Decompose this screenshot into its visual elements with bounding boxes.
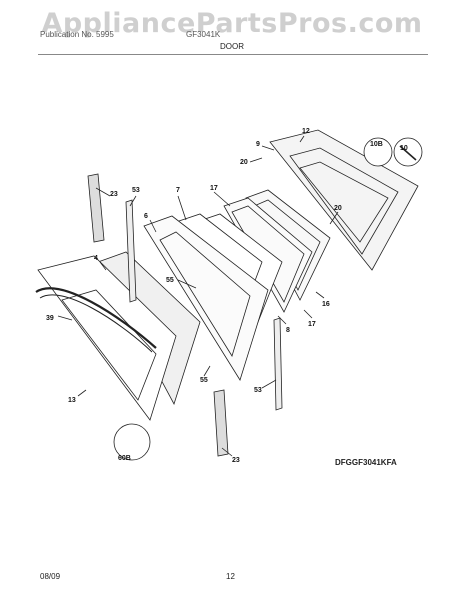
- callout-label: 9: [256, 141, 260, 148]
- callout-labels: 9 12 10B 10 20 23 53 7 17 6 20 4 55 39 8…: [46, 128, 408, 464]
- callout-label: 53: [254, 387, 262, 394]
- section-title: DOOR: [220, 42, 244, 51]
- callout-label: 4: [94, 255, 98, 262]
- callout-label: 17: [210, 185, 218, 192]
- callout-label: 13: [68, 397, 76, 404]
- callout-label: 60B: [118, 455, 131, 462]
- door-seal-strip-left: [125, 199, 137, 303]
- hinge-top: [87, 173, 105, 243]
- screw-60b-detail: [113, 423, 151, 461]
- door-seal-strip-right: [273, 317, 283, 411]
- callout-label: 7: [176, 187, 180, 194]
- model-label: GF3041K: [186, 30, 221, 39]
- callout-label: 16: [322, 301, 330, 308]
- callout-label: 55: [200, 377, 208, 384]
- footer-page-number: 12: [226, 572, 235, 581]
- callout-label: 20: [240, 159, 248, 166]
- callout-label: 10: [400, 145, 408, 152]
- callout-label: 55: [166, 277, 174, 284]
- callout-label: 23: [110, 191, 118, 198]
- diagram-code: DFGGF3041KFA: [335, 458, 397, 467]
- footer-date: 08/09: [40, 572, 61, 581]
- callout-label: 8: [286, 327, 290, 334]
- watermark: AppliancePartsPros.com: [41, 8, 423, 39]
- hinge-bottom: [213, 389, 229, 457]
- rear-door-frame-inner: [289, 147, 399, 255]
- callout-label: 12: [302, 128, 310, 135]
- callout-label: 6: [144, 213, 148, 220]
- rear-door-frame: [269, 129, 419, 271]
- publication-label: Publication No. 5995: [40, 30, 114, 39]
- callout-label: 39: [46, 315, 54, 322]
- callout-label: 23: [232, 457, 240, 464]
- part-10b-detail: [363, 137, 393, 167]
- callout-label: 20: [334, 205, 342, 212]
- door-handle: [35, 287, 157, 349]
- callout-label: 10B: [370, 141, 383, 148]
- door-window: [61, 289, 157, 401]
- callout-label: 17: [308, 321, 316, 328]
- header-rule: [38, 54, 428, 55]
- callout-label: 53: [132, 187, 140, 194]
